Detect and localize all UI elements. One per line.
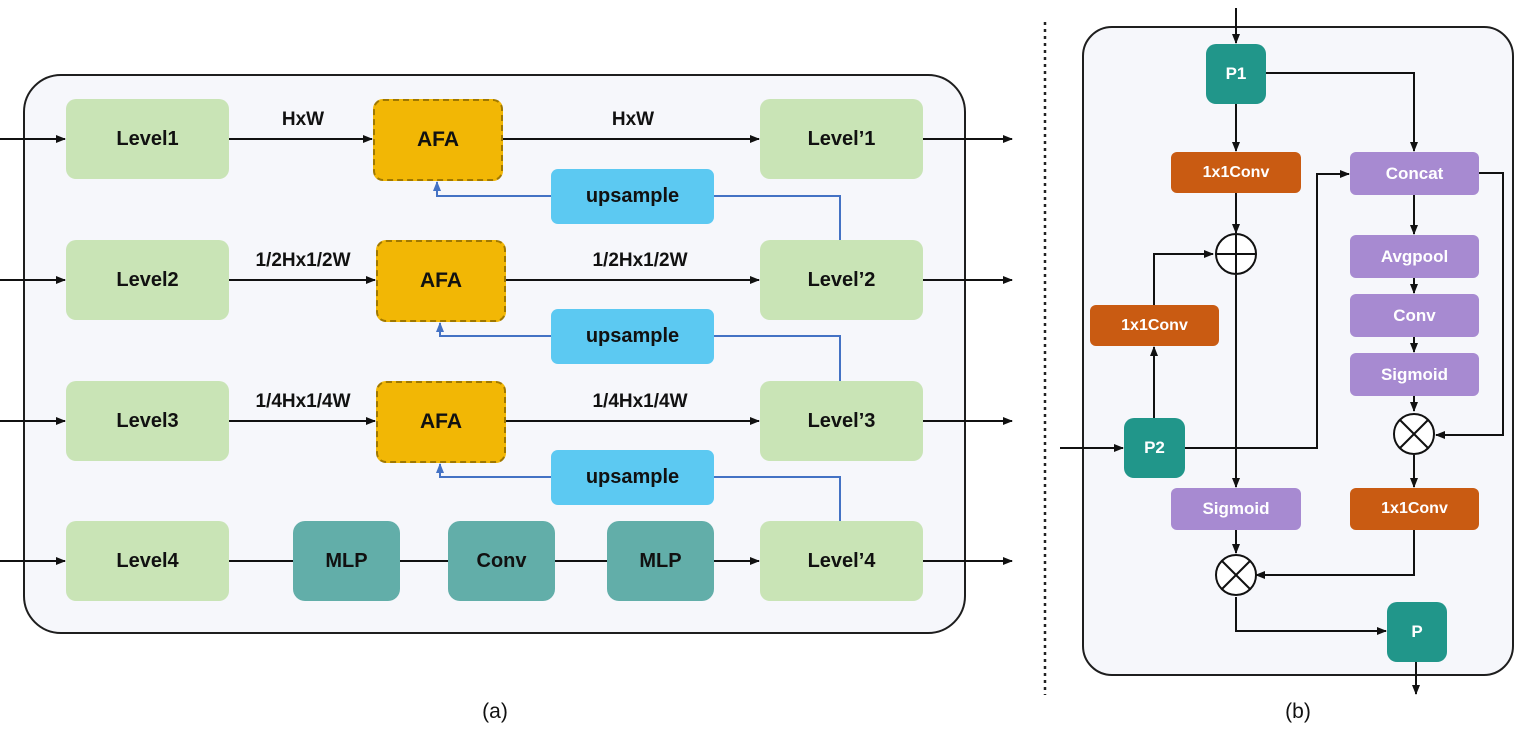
- multiply-operator-icon: [1393, 413, 1435, 455]
- level-out-2: Level’2: [760, 240, 923, 320]
- upsample-1: upsample: [551, 169, 714, 224]
- level-out-1: Level’1: [760, 99, 923, 179]
- size-label-out-1: HxW: [611, 109, 655, 130]
- afa-1: AFA: [373, 99, 503, 181]
- afa-2: AFA: [376, 240, 506, 322]
- arrow-concat-mul: [1435, 172, 1504, 439]
- level-out-3: Level’3: [760, 381, 923, 461]
- mlp-2: MLP: [607, 521, 714, 601]
- upsample-3: upsample: [551, 450, 714, 505]
- p-node: P: [1387, 602, 1447, 662]
- sigmoid-node-right: Sigmoid: [1350, 353, 1479, 396]
- p1-node: P1: [1206, 44, 1266, 104]
- level-1: Level1: [66, 99, 229, 179]
- mlp-1: MLP: [293, 521, 400, 601]
- add-operator-icon: [1215, 233, 1257, 275]
- conv1x1-top: 1x1Conv: [1171, 152, 1301, 193]
- arrow-p1-concat: [1266, 72, 1418, 152]
- conv-node: Conv: [1350, 294, 1479, 337]
- level-4: Level4: [66, 521, 229, 601]
- level-out-4: Level’4: [760, 521, 923, 601]
- arrow-conv1x1-add-left: [1153, 250, 1214, 305]
- arrow-p2-concat: [1185, 170, 1350, 449]
- size-label-in-2: 1/2Hx1/2W: [255, 250, 351, 271]
- concat-node: Concat: [1350, 152, 1479, 195]
- sigmoid-node-left: Sigmoid: [1171, 488, 1301, 530]
- conv1x1-right: 1x1Conv: [1350, 488, 1479, 530]
- multiply-operator-icon: [1215, 554, 1257, 596]
- afa-3: AFA: [376, 381, 506, 463]
- arrow-mul2-p: [1235, 597, 1387, 635]
- level-2: Level2: [66, 240, 229, 320]
- avgpool-node: Avgpool: [1350, 235, 1479, 278]
- upsample-2: upsample: [551, 309, 714, 364]
- p2-node: P2: [1124, 418, 1185, 478]
- caption-b: (b): [1285, 700, 1311, 723]
- caption-a: (a): [482, 700, 508, 723]
- size-label-in-1: HxW: [281, 109, 325, 130]
- arrow-conv1x1-mul2: [1255, 530, 1415, 579]
- size-label-out-3: 1/4Hx1/4W: [592, 391, 688, 412]
- level-3: Level3: [66, 381, 229, 461]
- conv1x1-left: 1x1Conv: [1090, 305, 1219, 346]
- size-label-in-3: 1/4Hx1/4W: [255, 391, 351, 412]
- size-label-out-2: 1/2Hx1/2W: [592, 250, 688, 271]
- conv-block: Conv: [448, 521, 555, 601]
